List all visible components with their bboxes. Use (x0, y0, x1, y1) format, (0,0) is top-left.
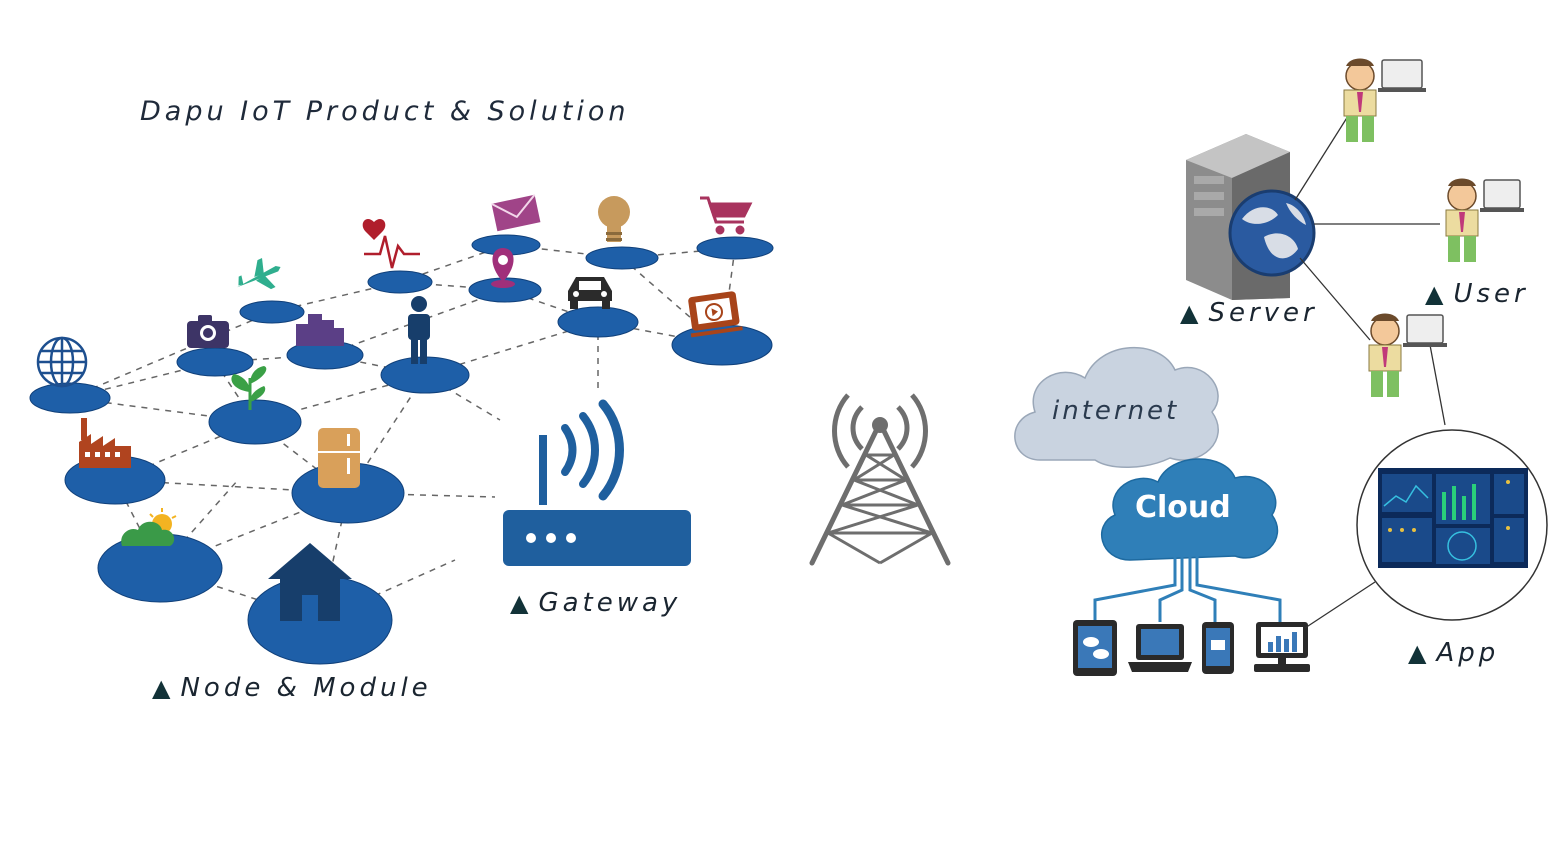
globe-icon (36, 336, 88, 388)
globe-icon (1228, 189, 1316, 277)
house-icon (268, 543, 352, 621)
user-text: User (1453, 279, 1529, 309)
user-avatar-icon (1445, 178, 1524, 262)
internet-cloud (1014, 347, 1219, 468)
user-avatar-icon (1368, 313, 1447, 397)
node-disc (557, 306, 639, 338)
envelope-icon (491, 194, 541, 232)
node-disc (176, 347, 254, 377)
factory-icon (79, 418, 131, 468)
node-disc (696, 236, 774, 260)
gateway-label: ▲Gateway (510, 588, 681, 618)
app-dashboard-preview (1356, 429, 1548, 621)
app-label: ▲App (1408, 638, 1499, 668)
desktop-icon (1254, 622, 1310, 672)
buildings-icon (296, 314, 344, 346)
server-label: ▲Server (1180, 298, 1318, 328)
server-text: Server (1208, 298, 1318, 328)
node-disc (367, 270, 433, 294)
node-disc (208, 399, 302, 445)
heartbeat-icon (362, 219, 420, 269)
page-title: Dapu IoT Product & Solution (140, 96, 630, 127)
person-icon (408, 296, 430, 364)
triangle-marker-icon: ▲ (1425, 280, 1448, 308)
gateway-text: Gateway (538, 588, 682, 618)
laptop-icon (1128, 624, 1192, 672)
map-pin-icon (491, 248, 515, 288)
smartphone-icon (1202, 622, 1234, 674)
light-bulb-icon (598, 196, 630, 242)
triangle-marker-icon: ▲ (510, 589, 533, 617)
weather-icon (121, 508, 177, 546)
plant-icon (231, 366, 267, 410)
node-disc (239, 300, 305, 324)
camera-icon (187, 315, 229, 348)
fridge-icon (318, 428, 360, 488)
triangle-marker-icon: ▲ (1180, 299, 1203, 327)
user-label: ▲User (1425, 279, 1529, 309)
triangle-marker-icon: ▲ (152, 674, 175, 702)
gateway-icon (503, 399, 691, 566)
cloud-branches (1093, 540, 1282, 622)
airplane-icon (237, 258, 281, 290)
car-icon (568, 277, 612, 309)
monitor-icon (688, 291, 743, 338)
shopping-cart-icon (700, 196, 753, 235)
app-text: App (1436, 638, 1500, 668)
cell-tower-icon (809, 393, 951, 566)
triangle-marker-icon: ▲ (1408, 639, 1431, 667)
node-module-text: Node & Module (180, 673, 432, 703)
user-avatar-icon (1343, 58, 1426, 142)
tablet-icon (1073, 620, 1117, 676)
node-module-label: ▲Node & Module (152, 673, 432, 703)
cloud-icon (1100, 458, 1279, 561)
node-disc (29, 382, 111, 414)
internet-label: internet (1052, 396, 1180, 426)
cloud-label: Cloud (1135, 490, 1231, 525)
node-disc (585, 246, 659, 270)
user-links (1294, 104, 1446, 629)
